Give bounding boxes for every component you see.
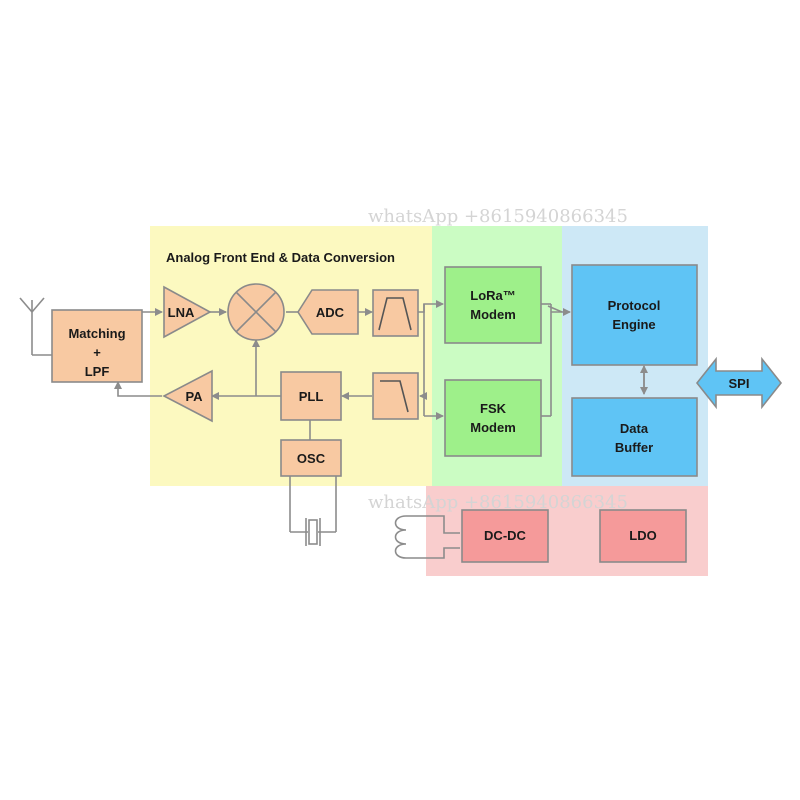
- svg-text:ADC: ADC: [316, 305, 345, 320]
- svg-text:Engine: Engine: [612, 317, 655, 332]
- ldo-block: LDO: [599, 509, 687, 563]
- crystal-icon: [289, 476, 337, 546]
- watermark-bottom: whatsApp +8615940866345: [368, 492, 628, 513]
- spi-interface: SPI: [695, 356, 783, 410]
- svg-text:DC-DC: DC-DC: [484, 528, 526, 543]
- pa-block: PA: [162, 369, 213, 423]
- signal-wires: [114, 300, 648, 559]
- svg-text:LDO: LDO: [629, 528, 656, 543]
- pll-block: PLL: [280, 371, 342, 421]
- adc-block: ADC: [297, 289, 359, 335]
- inductor-icon: [394, 515, 407, 559]
- svg-text:LPF: LPF: [85, 364, 110, 379]
- svg-text:PA: PA: [185, 389, 203, 404]
- osc-block: OSC: [280, 439, 342, 477]
- svg-text:+: +: [93, 345, 101, 360]
- watermark-top: whatsApp +8615940866345: [368, 206, 628, 227]
- svg-text:Modem: Modem: [470, 420, 516, 435]
- svg-text:LNA: LNA: [168, 305, 195, 320]
- svg-text:FSK: FSK: [480, 401, 507, 416]
- dc-dc-block: DC-DC: [461, 509, 549, 563]
- protocol-engine-block: Protocol Engine: [571, 264, 698, 366]
- lna-block: LNA: [163, 285, 212, 339]
- svg-text:LoRa™: LoRa™: [470, 288, 516, 303]
- svg-text:Data: Data: [620, 421, 649, 436]
- mixer-icon: [227, 283, 285, 341]
- section-title: Analog Front End & Data Conversion: [166, 250, 395, 265]
- svg-text:Modem: Modem: [470, 307, 516, 322]
- bandpass-filter-icon: [372, 289, 419, 337]
- svg-text:Protocol: Protocol: [608, 298, 661, 313]
- svg-text:OSC: OSC: [297, 451, 326, 466]
- lowpass-filter-icon: [372, 372, 419, 420]
- svg-text:Matching: Matching: [68, 326, 125, 341]
- data-buffer-block: Data Buffer: [571, 397, 698, 477]
- fsk-modem-block: FSK Modem: [444, 379, 542, 457]
- svg-text:Buffer: Buffer: [615, 440, 653, 455]
- svg-text:SPI: SPI: [729, 376, 750, 391]
- antenna-icon: [19, 297, 52, 356]
- matching-lpf-block: Matching + LPF: [51, 309, 143, 383]
- svg-text:PLL: PLL: [299, 389, 324, 404]
- lora-modem-block: LoRa™ Modem: [444, 266, 542, 344]
